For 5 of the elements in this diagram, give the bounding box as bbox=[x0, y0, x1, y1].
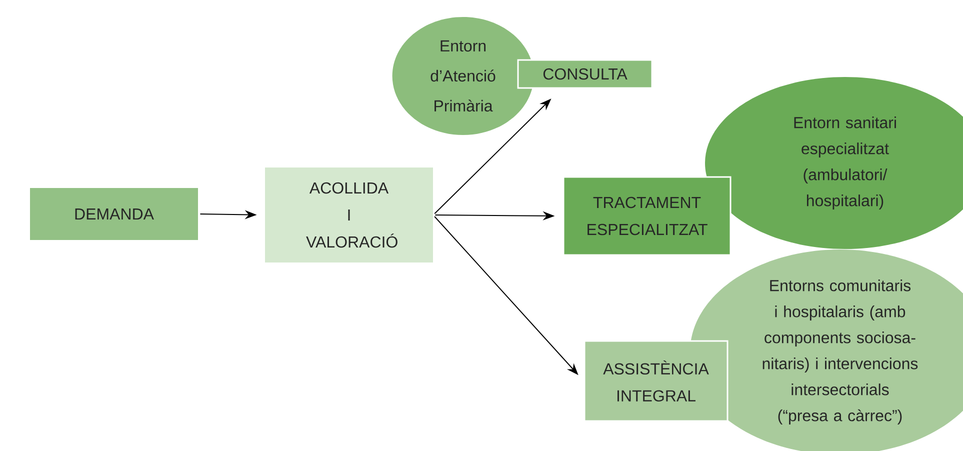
process-box: TRACTAMENT ESPECIALITZAT bbox=[562, 176, 732, 256]
process-box: ASSISTÈNCIA INTEGRAL bbox=[584, 340, 728, 422]
process-box: DEMANDA bbox=[30, 188, 198, 240]
process-box: ACOLLIDA I VALORACIÓ bbox=[265, 168, 433, 262]
process-box: CONSULTA bbox=[517, 59, 653, 89]
